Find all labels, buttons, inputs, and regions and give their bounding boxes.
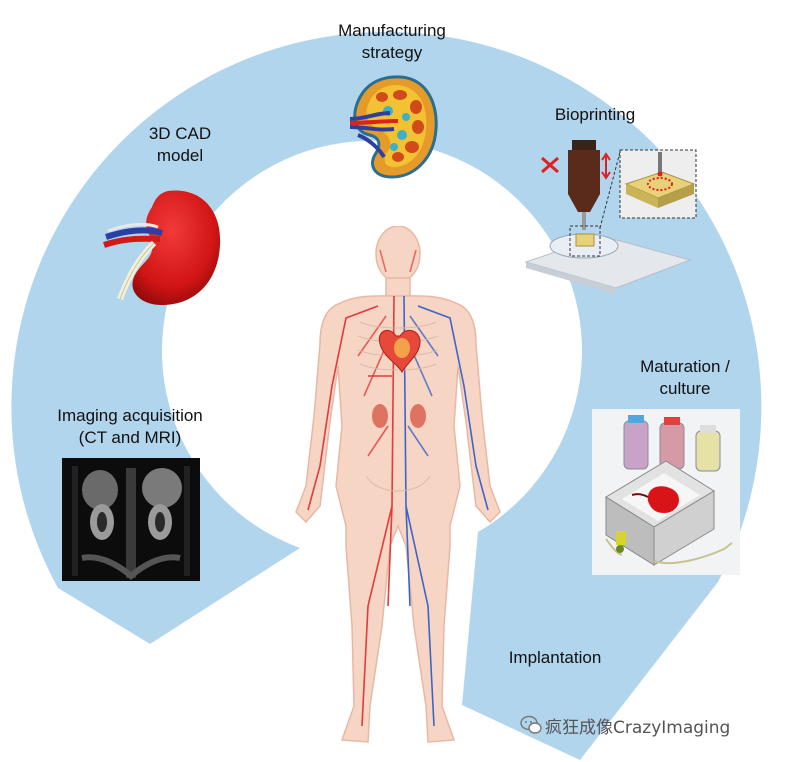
cross-arrows-icon — [541, 156, 559, 174]
bioreactor-icon — [592, 409, 740, 575]
implantation-label: Implantation — [490, 647, 620, 669]
up-down-arrows-icon — [601, 152, 611, 180]
cad-label-line1: 3D CAD — [148, 124, 212, 143]
maturation-label-line2: culture — [659, 379, 711, 398]
imaging-label-line1: Imaging acquisition — [57, 406, 203, 425]
implantation-label-text: Implantation — [508, 648, 602, 667]
kidney-cross-section-icon — [349, 75, 438, 179]
manufacturing-label-line2: strategy — [361, 43, 423, 62]
bioprinter-icon — [524, 140, 697, 294]
imaging-acquisition-label: Imaging acquisition (CT and MRI) — [40, 405, 220, 449]
kidney-3d-model-icon — [103, 190, 221, 305]
imaging-label-line2: (CT and MRI) — [78, 428, 182, 447]
watermark-text: 疯狂成像CrazyImaging — [545, 718, 731, 738]
manufacturing-strategy-label: Manufacturing strategy — [322, 20, 462, 64]
wechat-icon — [520, 715, 542, 734]
mri-scan-image — [62, 458, 200, 581]
cad-label-line2: model — [156, 146, 204, 165]
cad-model-label: 3D CAD model — [110, 123, 250, 167]
mri-scan-icon — [62, 458, 200, 581]
maturation-label-line1: Maturation / — [640, 357, 730, 376]
bioprinting-label-text: Bioprinting — [554, 105, 636, 124]
human-body-vascular-icon — [295, 226, 501, 743]
bioprinting-label: Bioprinting — [535, 104, 655, 126]
maturation-culture-label: Maturation / culture — [605, 356, 765, 400]
manufacturing-label-line1: Manufacturing — [338, 21, 446, 40]
